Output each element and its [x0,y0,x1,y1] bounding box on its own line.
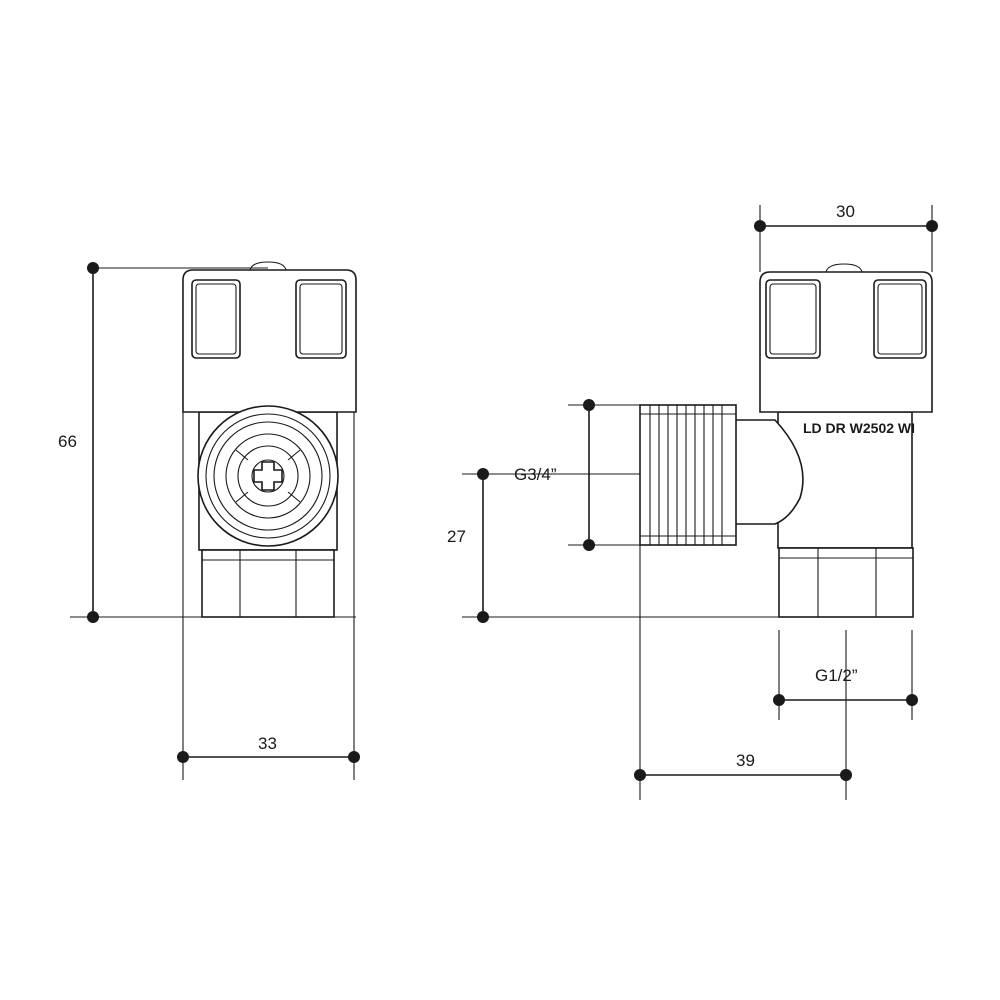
side-cap-window-right [873,279,927,359]
side-elbow-neck [734,419,804,525]
side-dimensions: 30 G3/4” 27 G1/2” 39 [447,202,938,800]
side-outlet-thread [639,404,737,546]
side-view: LD DR W2502 WI [639,263,933,618]
front-cap-window-right [295,279,347,359]
side-cap-knob [825,263,863,273]
dim-width-33: 33 [258,734,277,753]
side-cap [759,271,933,413]
front-outlet-port [197,405,339,547]
thread-lines [640,405,736,545]
front-view [182,261,357,618]
front-cap [182,269,357,413]
front-cap-knob [249,261,287,271]
front-cap-window-left [191,279,241,359]
body-marking: LD DR W2502 WI [803,420,915,436]
dim-height-66: 66 [58,432,77,451]
side-hex-nut [778,547,914,618]
front-dimensions: 66 33 [58,262,360,780]
dim-thread-g1-2: G1/2” [815,666,858,685]
cross-slot-icon [253,461,283,491]
dim-depth-39: 39 [736,751,755,770]
side-cap-window-left [765,279,821,359]
dim-height-27: 27 [447,527,466,546]
dim-width-30: 30 [836,202,855,221]
